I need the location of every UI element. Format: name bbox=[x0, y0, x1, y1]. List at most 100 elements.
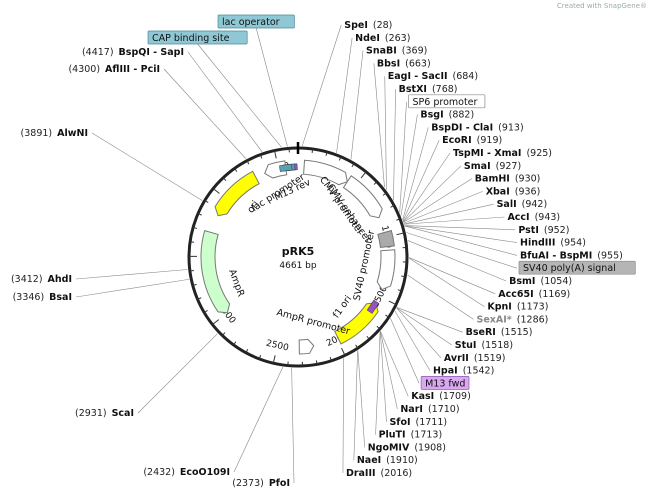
site-label-acc65i[interactable]: Acc65I(1169) bbox=[498, 289, 570, 300]
site-position: (955) bbox=[597, 250, 623, 261]
tick-label: 2500 bbox=[265, 339, 290, 354]
site-position: (4300) bbox=[68, 64, 100, 75]
site-label-bsai[interactable]: (3346)BsaI bbox=[13, 292, 72, 303]
site-position: (28) bbox=[373, 20, 393, 31]
site-position: (2931) bbox=[75, 408, 107, 419]
site-label-naei[interactable]: NaeI(1910) bbox=[357, 455, 418, 466]
tick-mark bbox=[192, 226, 198, 229]
site-label-bseri[interactable]: BseRI(1515) bbox=[466, 327, 533, 338]
leader-line bbox=[403, 203, 494, 225]
site-label-xbai[interactable]: XbaI(936) bbox=[486, 186, 541, 197]
site-label-stui[interactable]: StuI(1518) bbox=[455, 340, 513, 351]
site-label-ecoo109i[interactable]: (2432)EcoO109I bbox=[143, 467, 230, 478]
site-text: Acc65I(1169) bbox=[498, 289, 570, 300]
site-label-pluti[interactable]: PluTI(1713) bbox=[379, 430, 443, 441]
site-label-sali[interactable]: SalI(942) bbox=[497, 199, 548, 210]
tick-mark bbox=[258, 354, 262, 360]
site-label-snabi[interactable]: SnaBI(369) bbox=[366, 46, 427, 57]
site-name: DraIII bbox=[346, 468, 376, 479]
site-label-acci[interactable]: AccI(943) bbox=[507, 212, 560, 223]
site-label-avrii[interactable]: AvrII(1519) bbox=[444, 353, 506, 364]
site-name: SalI bbox=[497, 199, 517, 210]
site-label-bbsi[interactable]: BbsI(663) bbox=[377, 58, 431, 69]
leader-line bbox=[403, 165, 462, 223]
site-label-tspmi-xmai[interactable]: TspMI - XmaI(925) bbox=[453, 148, 552, 159]
site-label-bamhi[interactable]: BamHI(930) bbox=[475, 174, 541, 185]
site-label-kpni[interactable]: KpnI(1173) bbox=[487, 302, 548, 313]
site-label-hindiii[interactable]: HindIII(954) bbox=[520, 238, 586, 249]
site-text: (3346)BsaI bbox=[13, 292, 72, 303]
leader-line bbox=[390, 318, 420, 384]
site-label-psti[interactable]: PstI(952) bbox=[518, 225, 569, 236]
site-label-bspdi-clai[interactable]: BspDI - ClaI(913) bbox=[431, 122, 523, 133]
site-label-bsgi[interactable]: BsgI(882) bbox=[420, 110, 474, 121]
site-position: (954) bbox=[560, 238, 586, 249]
leader-line bbox=[379, 331, 387, 422]
site-label-eagi-sacii[interactable]: EagI - SacII(684) bbox=[388, 71, 478, 82]
site-position: (1908) bbox=[414, 442, 446, 453]
site-label-alwni[interactable]: (3891)AlwNI bbox=[21, 128, 88, 139]
site-label-ecori[interactable]: EcoRI(919) bbox=[442, 135, 502, 146]
site-name: BsgI bbox=[420, 110, 443, 121]
site-position: (1173) bbox=[517, 302, 549, 313]
site-label-nari[interactable]: NarI(1710) bbox=[400, 404, 459, 415]
site-label-cap-binding-site[interactable]: CAP binding site bbox=[147, 30, 248, 45]
site-position: (927) bbox=[496, 161, 522, 172]
site-label-bsmi[interactable]: BsmI(1054) bbox=[509, 276, 572, 287]
site-label-lac-operator[interactable]: lac operator bbox=[217, 14, 295, 29]
site-label-sfoi[interactable]: SfoI(1711) bbox=[389, 417, 447, 428]
site-label-ngomiv[interactable]: NgoMIV(1908) bbox=[368, 442, 446, 453]
site-text: KpnI(1173) bbox=[487, 302, 548, 313]
site-text: HpaI(1542) bbox=[433, 366, 494, 377]
site-label-pfoi[interactable]: (2373)PfoI bbox=[232, 478, 290, 489]
site-label-hpai[interactable]: HpaI(1542) bbox=[433, 366, 494, 377]
site-label-sv40-poly-a-signal[interactable]: SV40 poly(A) signal bbox=[518, 260, 636, 275]
site-label-m13-fwd[interactable]: M13 fwd bbox=[420, 376, 470, 390]
site-label-spei[interactable]: SpeI(28) bbox=[344, 20, 392, 31]
site-text: BspDI - ClaI(913) bbox=[431, 122, 523, 133]
tick-mark bbox=[315, 360, 318, 365]
site-text: (3891)AlwNI bbox=[21, 128, 88, 139]
site-name: ScaI bbox=[112, 408, 134, 419]
site-label-scai[interactable]: (2931) ScaI bbox=[75, 408, 134, 419]
site-label-ahdi[interactable]: (3412)AhdI bbox=[11, 274, 72, 285]
site-label-smai[interactable]: SmaI(927) bbox=[464, 161, 521, 172]
tick-mark bbox=[190, 241, 195, 243]
tick-mark bbox=[382, 192, 387, 196]
site-label-box bbox=[217, 14, 295, 29]
site-text: SpeI(28) bbox=[344, 20, 392, 31]
leader-line bbox=[255, 27, 288, 147]
site-label-ndei[interactable]: NdeI(263) bbox=[355, 33, 410, 44]
site-name: AhdI bbox=[48, 274, 72, 285]
leader-line bbox=[399, 101, 407, 213]
site-label-kasi[interactable]: KasI(1709) bbox=[411, 391, 471, 402]
site-label-afliii-pcii[interactable]: (4300)AflIII - PciI bbox=[68, 64, 160, 75]
site-name: BfuAI - BspMI bbox=[520, 250, 592, 261]
site-position: (936) bbox=[515, 186, 541, 197]
site-label-draiii[interactable]: DraIII(2016) bbox=[346, 468, 412, 479]
tick-mark bbox=[396, 232, 405, 236]
site-position: (2373) bbox=[232, 478, 264, 489]
site-label-sexai-[interactable]: SexAI*(1286) bbox=[477, 314, 549, 325]
tick-mark bbox=[197, 297, 202, 300]
site-name: EagI - SacII bbox=[388, 71, 448, 82]
tick-mark bbox=[325, 151, 328, 156]
tick-mark bbox=[366, 335, 370, 340]
site-label-bspqi-sapi[interactable]: (4417)BspQI - SapI bbox=[82, 47, 184, 58]
leader-line bbox=[404, 225, 518, 256]
site-label-sp6-promoter[interactable]: SP6 promoter bbox=[408, 94, 486, 109]
site-text: SalI(942) bbox=[497, 199, 548, 210]
site-position: (3346) bbox=[13, 292, 45, 303]
tick-mark bbox=[376, 325, 381, 330]
site-text: NdeI(263) bbox=[355, 33, 410, 44]
site-name: PluTI bbox=[379, 430, 406, 441]
leader-line bbox=[402, 127, 429, 221]
site-label-bstxi[interactable]: BstXI(768) bbox=[399, 84, 458, 95]
site-name: BamHI bbox=[475, 174, 510, 185]
site-text: BfuAI - BspMI (955) bbox=[520, 250, 623, 261]
site-name: SP6 promoter bbox=[413, 97, 478, 108]
tick-mark bbox=[274, 150, 277, 159]
site-label-bfuai-bspmi[interactable]: BfuAI - BspMI (955) bbox=[520, 250, 623, 261]
site-text: BstXI(768) bbox=[399, 84, 458, 95]
feature-f1-ori bbox=[334, 302, 379, 345]
